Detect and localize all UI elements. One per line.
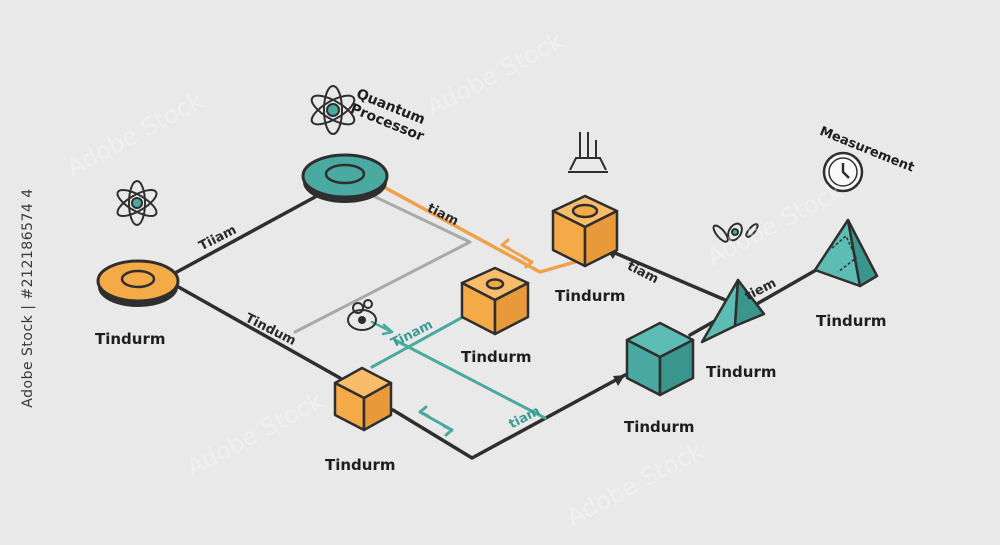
line-cube-small-to-teal-cube (391, 373, 627, 460)
line-processor-orange (378, 183, 577, 274)
line-teal-long (393, 338, 547, 420)
orange-disc-node[interactable] (96, 259, 180, 307)
teal-pyramid-mid[interactable] (700, 278, 766, 344)
line-disc-to-cube-small (173, 283, 342, 380)
double-arrow-teal (418, 405, 454, 437)
measurement-clock-icon (822, 151, 864, 193)
line-teal-cross (370, 310, 474, 369)
flask-icon (568, 132, 608, 173)
line-disc-to-processor (173, 195, 317, 275)
orange-cube-small[interactable] (333, 366, 393, 432)
atom-icon (116, 180, 158, 226)
orange-cube-top[interactable] (551, 194, 619, 268)
double-arrow-orange (500, 238, 534, 269)
node-label-teal-cube: Tindurm (624, 418, 695, 436)
line-pyramid-to-cube-top (606, 248, 732, 304)
node-label-orange-cube-top: Tindurm (555, 287, 626, 305)
node-label-orange-cube-mid: Tindurm (461, 348, 532, 366)
particle-icon (347, 299, 377, 331)
node-label-orange-disc: Tindurm (95, 330, 166, 348)
node-label-orange-cube-small: Tindurm (325, 456, 396, 474)
node-label-teal-pyramid-mid: Tindurm (706, 363, 777, 381)
teal-pyramid-right[interactable] (813, 218, 879, 288)
arrowhead (613, 375, 625, 386)
atom-icon (310, 85, 356, 135)
teal-cube[interactable] (625, 321, 695, 397)
node-label-teal-pyramid-right: Tindurm (816, 312, 887, 330)
quantum-spin-icon (712, 222, 759, 243)
quantum-processor-node[interactable] (301, 153, 389, 203)
line-processor-gray (293, 190, 472, 334)
stock-id-text: Adobe Stock | #212186574 4 (20, 188, 36, 408)
orange-cube-mid[interactable] (460, 266, 530, 336)
